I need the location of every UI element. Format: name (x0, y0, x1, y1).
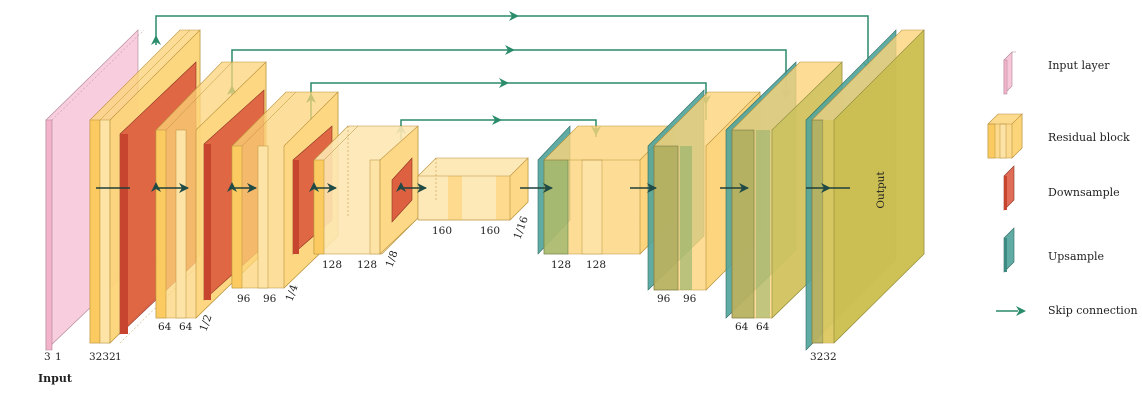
label-dec2-channels-b: 96 (683, 293, 697, 305)
legend-label-input-layer: Input layer (1048, 59, 1110, 72)
label-enc1-resolution: 1/2 (198, 313, 215, 333)
input-title: Input (38, 372, 73, 385)
label-input-channels: 3 (44, 351, 51, 363)
skip-connection-level-2 (310, 82, 707, 120)
legend-label-skip-connection: Skip connection (1048, 304, 1138, 317)
label-dec1-channels-b: 64 (756, 321, 770, 333)
data-flow-arrowheads (151, 182, 831, 193)
skip-connection-icon (996, 306, 1026, 316)
downsample-3 (391, 157, 413, 223)
downsample-icon (1003, 165, 1015, 211)
label-enc1-channels-b: 64 (179, 321, 193, 333)
label-enc3-channels-b: 128 (357, 259, 377, 271)
label-enc2-resolution: 1/4 (284, 283, 301, 303)
input-layer-icon (1003, 51, 1016, 95)
output-label: Output (875, 171, 887, 209)
label-enc2-channels-a: 96 (237, 293, 251, 305)
upsample-icon (1003, 227, 1015, 273)
label-enc2-channels-b: 96 (263, 293, 277, 305)
label-dec3-channels-a: 128 (551, 259, 571, 271)
label-enc0-resolution: 1 (115, 351, 122, 363)
label-enc3-resolution: 1/8 (384, 249, 401, 269)
label-dec0-channels: 3232 (810, 351, 837, 363)
label-bottleneck-resolution: 1/16 (512, 214, 531, 241)
label-enc3-channels-a: 128 (322, 259, 342, 271)
label-bottleneck-channels-a: 160 (432, 225, 452, 237)
label-dec3-channels-b: 128 (586, 259, 606, 271)
label-enc0-channels: 3232 (89, 351, 116, 363)
label-dec1-channels-a: 64 (735, 321, 749, 333)
bottleneck-block (417, 157, 529, 221)
legend-label-downsample: Downsample (1048, 186, 1120, 199)
legend-label-residual-block: Residual block (1048, 131, 1130, 144)
label-dec2-channels-a: 96 (657, 293, 671, 305)
label-input-resolution: 1 (55, 351, 62, 363)
skip-connection-level-1 (231, 49, 787, 97)
output-block (811, 29, 925, 344)
label-enc1-channels-a: 64 (158, 321, 172, 333)
legend-label-upsample: Upsample (1048, 250, 1104, 263)
label-bottleneck-channels-b: 160 (480, 225, 500, 237)
dimension-labels: 3 1 Input 3232 1 64 64 1/2 96 96 1/4 128… (38, 214, 837, 385)
residual-block-icon (987, 113, 1023, 159)
legend: Input layer Residual block Downsample Up… (987, 51, 1138, 317)
